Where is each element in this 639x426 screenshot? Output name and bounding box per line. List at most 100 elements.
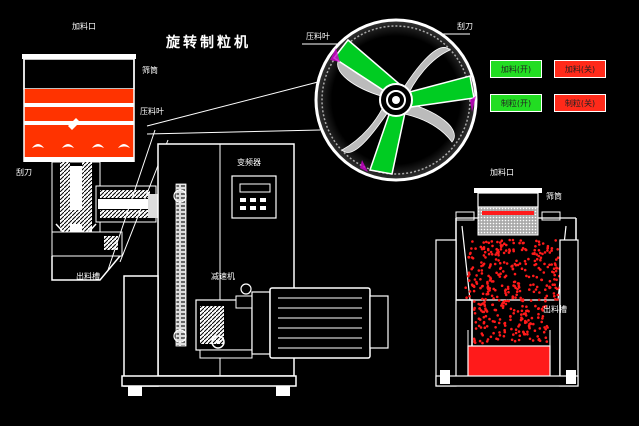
granule (484, 256, 487, 259)
granule (519, 318, 523, 322)
granule (529, 299, 533, 302)
granule (518, 334, 522, 338)
granule (497, 273, 500, 277)
granule (535, 275, 539, 279)
granule (482, 316, 486, 319)
granule (537, 240, 541, 243)
feed-on-button[interactable]: 加料(开) (490, 60, 542, 78)
granule (481, 292, 485, 296)
material-layer-1 (24, 89, 134, 103)
granule (512, 312, 515, 315)
right-granulator (435, 188, 579, 387)
drive-chain (175, 183, 187, 347)
granule (509, 318, 512, 322)
granule (533, 259, 537, 263)
granule (519, 239, 523, 242)
granule (524, 248, 527, 251)
granule (524, 262, 528, 266)
granule (479, 245, 483, 249)
granule (494, 308, 498, 312)
granule (537, 337, 541, 341)
granule (554, 269, 558, 273)
granule (501, 302, 504, 305)
granule (474, 327, 478, 330)
granule (495, 271, 498, 275)
zoom-leader-line (146, 129, 321, 135)
granule (502, 270, 505, 273)
granule (484, 307, 487, 310)
granule (467, 279, 471, 282)
granule (550, 249, 553, 252)
granule (482, 321, 486, 325)
granule (533, 329, 537, 333)
granule (491, 244, 494, 248)
granule (511, 264, 514, 268)
frame-base (121, 375, 297, 387)
granule (536, 335, 539, 338)
feed-off-button[interactable]: 加料(关) (554, 60, 606, 78)
blade-section (92, 144, 104, 148)
granule (537, 254, 540, 258)
granule (537, 298, 541, 302)
granule (521, 246, 525, 250)
motor-fan-cover (369, 295, 389, 349)
granule (523, 259, 527, 263)
granule (481, 297, 484, 301)
blade-section (118, 144, 130, 148)
granule (492, 331, 495, 335)
granule (554, 298, 557, 301)
granule (544, 296, 547, 300)
granule (552, 267, 556, 271)
granule (532, 290, 536, 294)
granule (479, 278, 482, 281)
granule (509, 315, 512, 318)
granule (537, 312, 540, 316)
granule (520, 267, 524, 271)
material-divider (24, 103, 134, 107)
granule (470, 267, 474, 271)
granule (516, 263, 520, 267)
granule (512, 333, 515, 336)
granule (511, 267, 515, 271)
granule (548, 279, 552, 283)
granulate-on-button[interactable]: 制粒(开) (490, 94, 542, 112)
granule (485, 240, 488, 244)
granule (541, 252, 544, 256)
granule (514, 328, 518, 332)
granule (545, 294, 549, 298)
granule-collector (467, 345, 551, 379)
granule (485, 310, 489, 313)
label-right-outlet: 出料槽 (543, 305, 567, 314)
granule (503, 328, 506, 332)
granule (506, 287, 510, 291)
granule (518, 262, 522, 265)
granule (529, 322, 533, 326)
granule (542, 305, 545, 309)
granule (472, 308, 476, 311)
granulate-off-button[interactable]: 制粒(关) (554, 94, 606, 112)
granule (531, 339, 535, 342)
granule (542, 271, 546, 274)
granule (495, 251, 499, 254)
granule (554, 286, 557, 290)
granule (556, 248, 559, 251)
granule (538, 291, 541, 294)
granule (543, 326, 546, 329)
granule (533, 248, 536, 252)
granule (477, 269, 481, 272)
granule (486, 282, 489, 285)
granule (467, 256, 471, 259)
granule (489, 250, 493, 254)
granule (489, 263, 492, 266)
right-hopper-rim (474, 188, 542, 193)
granule (512, 284, 515, 287)
granule (498, 334, 502, 337)
granule (525, 274, 528, 278)
material-layer-3 (24, 125, 134, 139)
shaft-coupling (62, 210, 90, 224)
granule (544, 328, 547, 331)
granule (534, 288, 538, 291)
granule (507, 299, 511, 303)
granule (503, 330, 507, 334)
granule (478, 339, 482, 343)
